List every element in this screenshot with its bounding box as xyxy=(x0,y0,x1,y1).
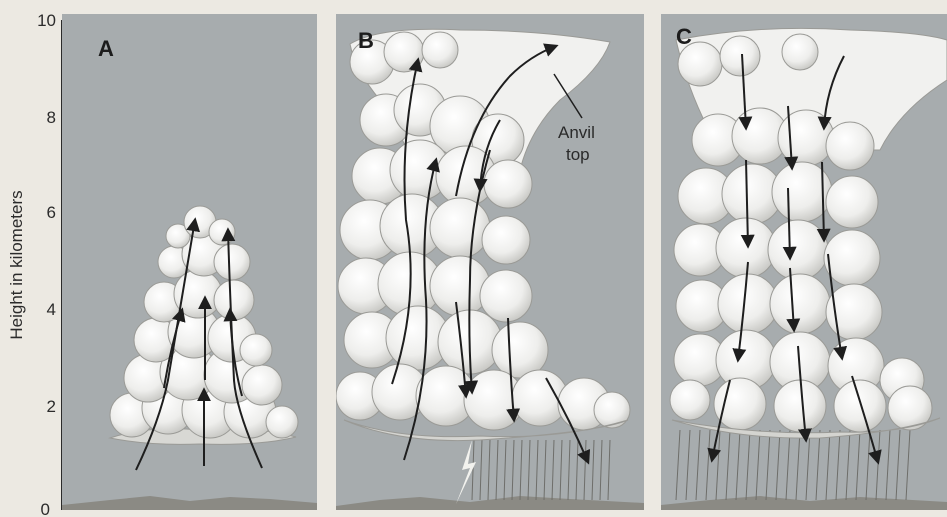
panel-c-letter: C xyxy=(676,24,692,49)
panel-b: Anvil top B xyxy=(336,14,644,512)
y-tick-label-2: 2 xyxy=(47,397,56,416)
panel-a-letter: A xyxy=(98,36,114,61)
y-axis-title: Height in kilometers xyxy=(7,190,26,339)
panel-c: C xyxy=(661,14,947,512)
panel-b-letter: B xyxy=(358,28,374,53)
panel-a: A xyxy=(62,14,317,512)
y-tick-label-4: 4 xyxy=(47,300,56,319)
y-tick-label-8: 8 xyxy=(47,108,56,127)
anvil-label-line2: top xyxy=(566,145,590,164)
y-tick-label-10: 10 xyxy=(37,11,56,30)
y-tick-label-0: 0 xyxy=(41,500,50,517)
anvil-label-line1: Anvil xyxy=(558,123,595,142)
y-tick-label-6: 6 xyxy=(47,203,56,222)
